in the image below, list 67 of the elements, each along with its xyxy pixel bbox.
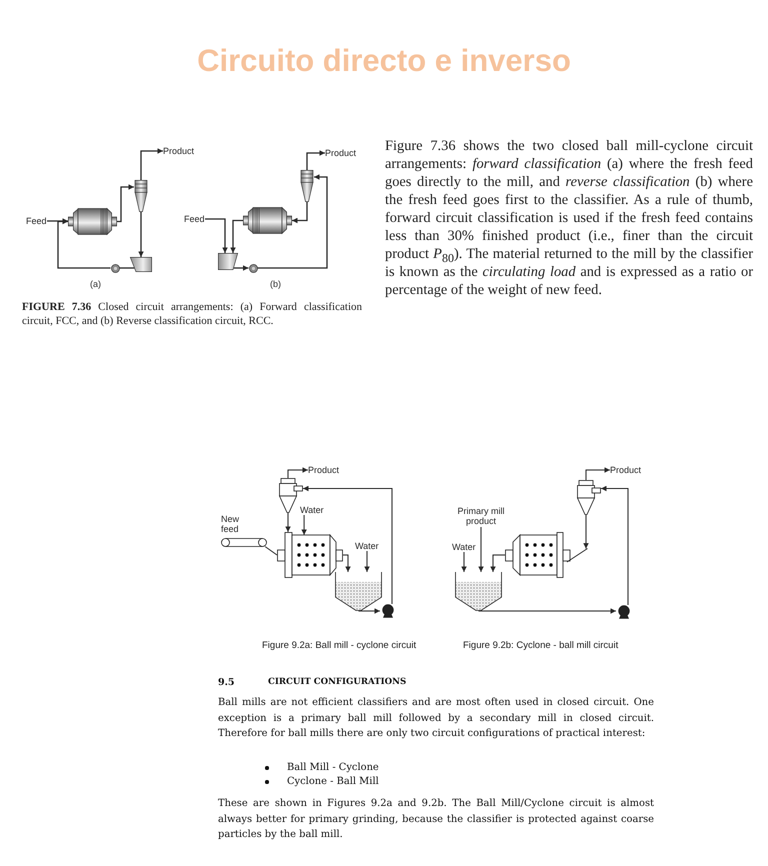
flow-arrow <box>306 150 325 170</box>
cyclone-icon <box>577 480 601 515</box>
flow-arrow <box>586 467 610 480</box>
sump-tank-icon <box>130 257 152 272</box>
flow-arrow <box>57 218 110 269</box>
flow-arrow <box>358 608 380 614</box>
body-text: These are shown in Figures 9.2a and 9.2b. The Ball Mill/Cyclone circuit is almost always better for primary grinding, because the classifier is protected against coarse particles by the ball mill. <box>218 797 654 842</box>
stream-label: Product <box>163 146 194 156</box>
pump-icon <box>616 605 632 619</box>
list-item: Cyclone - Ball Mill <box>287 776 379 788</box>
slide-title: Circuito directo e inverso <box>197 42 571 80</box>
pump-icon <box>380 604 396 618</box>
flow-arrow <box>301 514 307 536</box>
flow-arrow <box>138 212 144 257</box>
cyclone-icon <box>134 180 148 212</box>
flow-arrow <box>292 202 308 224</box>
list-item: Ball Mill - Cyclone <box>287 762 379 774</box>
figure-caption: Figure 9.2a: Ball mill - cyclone circuit <box>262 641 416 652</box>
stream-label: Product <box>610 465 642 476</box>
flow-arrow <box>47 218 68 224</box>
figure-caption: Figure 9.2b: Cyclone - ball mill circuit <box>463 641 618 652</box>
ball-mill-icon <box>68 208 117 235</box>
flow-line <box>120 267 134 269</box>
flow-arrow <box>288 467 308 478</box>
body-text: Figure 7.36 shows the two closed ball mill-cyclone circuit arrangements: forward classification (a) where the fresh feed goes directly to the mill, and reverse classification (b) where the fresh feed goes first to the classifier. As a rule of thumb, forward circuit classification is used if the fresh feed contains less than 30% finished product (i.e., finer than the circuit product P$_{80}$). The material returned to the mill by the classifier is known as the circulating load and is expressed as a ratio or percentage of the weight of new feed. <box>385 137 753 299</box>
ball-mill-icon <box>505 532 588 578</box>
stream-label: Water <box>355 541 379 552</box>
section-number: 9.5 <box>218 678 235 689</box>
sump-tank-icon <box>335 572 382 611</box>
ball-mill-icon <box>243 207 292 234</box>
flow-arrow <box>478 608 616 614</box>
flow-arrow <box>478 526 484 572</box>
flow-arrow <box>140 148 163 180</box>
stream-label: Primary mill product <box>454 506 508 527</box>
flow-arrow <box>600 486 628 606</box>
flow-arrow <box>583 514 589 550</box>
flow-arrow <box>285 512 291 532</box>
figure-caption: FIGURE 7.36 Closed circuit arrangements: (a) Forward classification circuit, FCC, and (b) Reverse classification circuit, RCC. <box>22 301 362 328</box>
stream-label: Product <box>325 148 356 158</box>
stream-label: Feed <box>184 214 205 224</box>
flow-arrow <box>117 184 134 222</box>
section-heading: CIRCUIT CONFIGURATIONS <box>268 678 406 688</box>
stream-label: Water <box>300 505 324 516</box>
flow-arrow <box>205 218 228 253</box>
conveyor-belt-icon <box>221 538 267 547</box>
panel-label: (b) <box>270 279 281 290</box>
stream-label: Feed <box>26 216 47 226</box>
pump-icon <box>248 264 258 272</box>
ball-mill-icon <box>277 532 343 578</box>
flow-arrow <box>234 265 248 271</box>
flow-arrow <box>342 554 351 572</box>
stream-label: Water <box>452 542 476 552</box>
pump-icon <box>110 264 120 272</box>
flow-arrow <box>302 486 392 604</box>
flow-arrow <box>490 554 506 572</box>
flow-arrow <box>461 552 467 572</box>
stream-label: Product <box>308 465 340 476</box>
feed-label: New feed <box>221 514 240 535</box>
flow-arrow <box>258 174 328 269</box>
flow-line <box>264 546 278 556</box>
flow-arrow <box>364 550 370 572</box>
sump-tank-icon <box>218 253 238 270</box>
sump-tank-icon <box>455 572 502 611</box>
flow-arrow <box>230 220 243 253</box>
panel-label: (a) <box>90 279 101 290</box>
cyclone-icon <box>300 170 314 202</box>
body-text: Ball mills are not efficient classifiers and are most often used in closed circuit. One exception is a primary ball mill followed by a secondary mill in closed circuit. Therefore for ball mills there are only two circuit configurations of practical interest: <box>218 696 654 742</box>
